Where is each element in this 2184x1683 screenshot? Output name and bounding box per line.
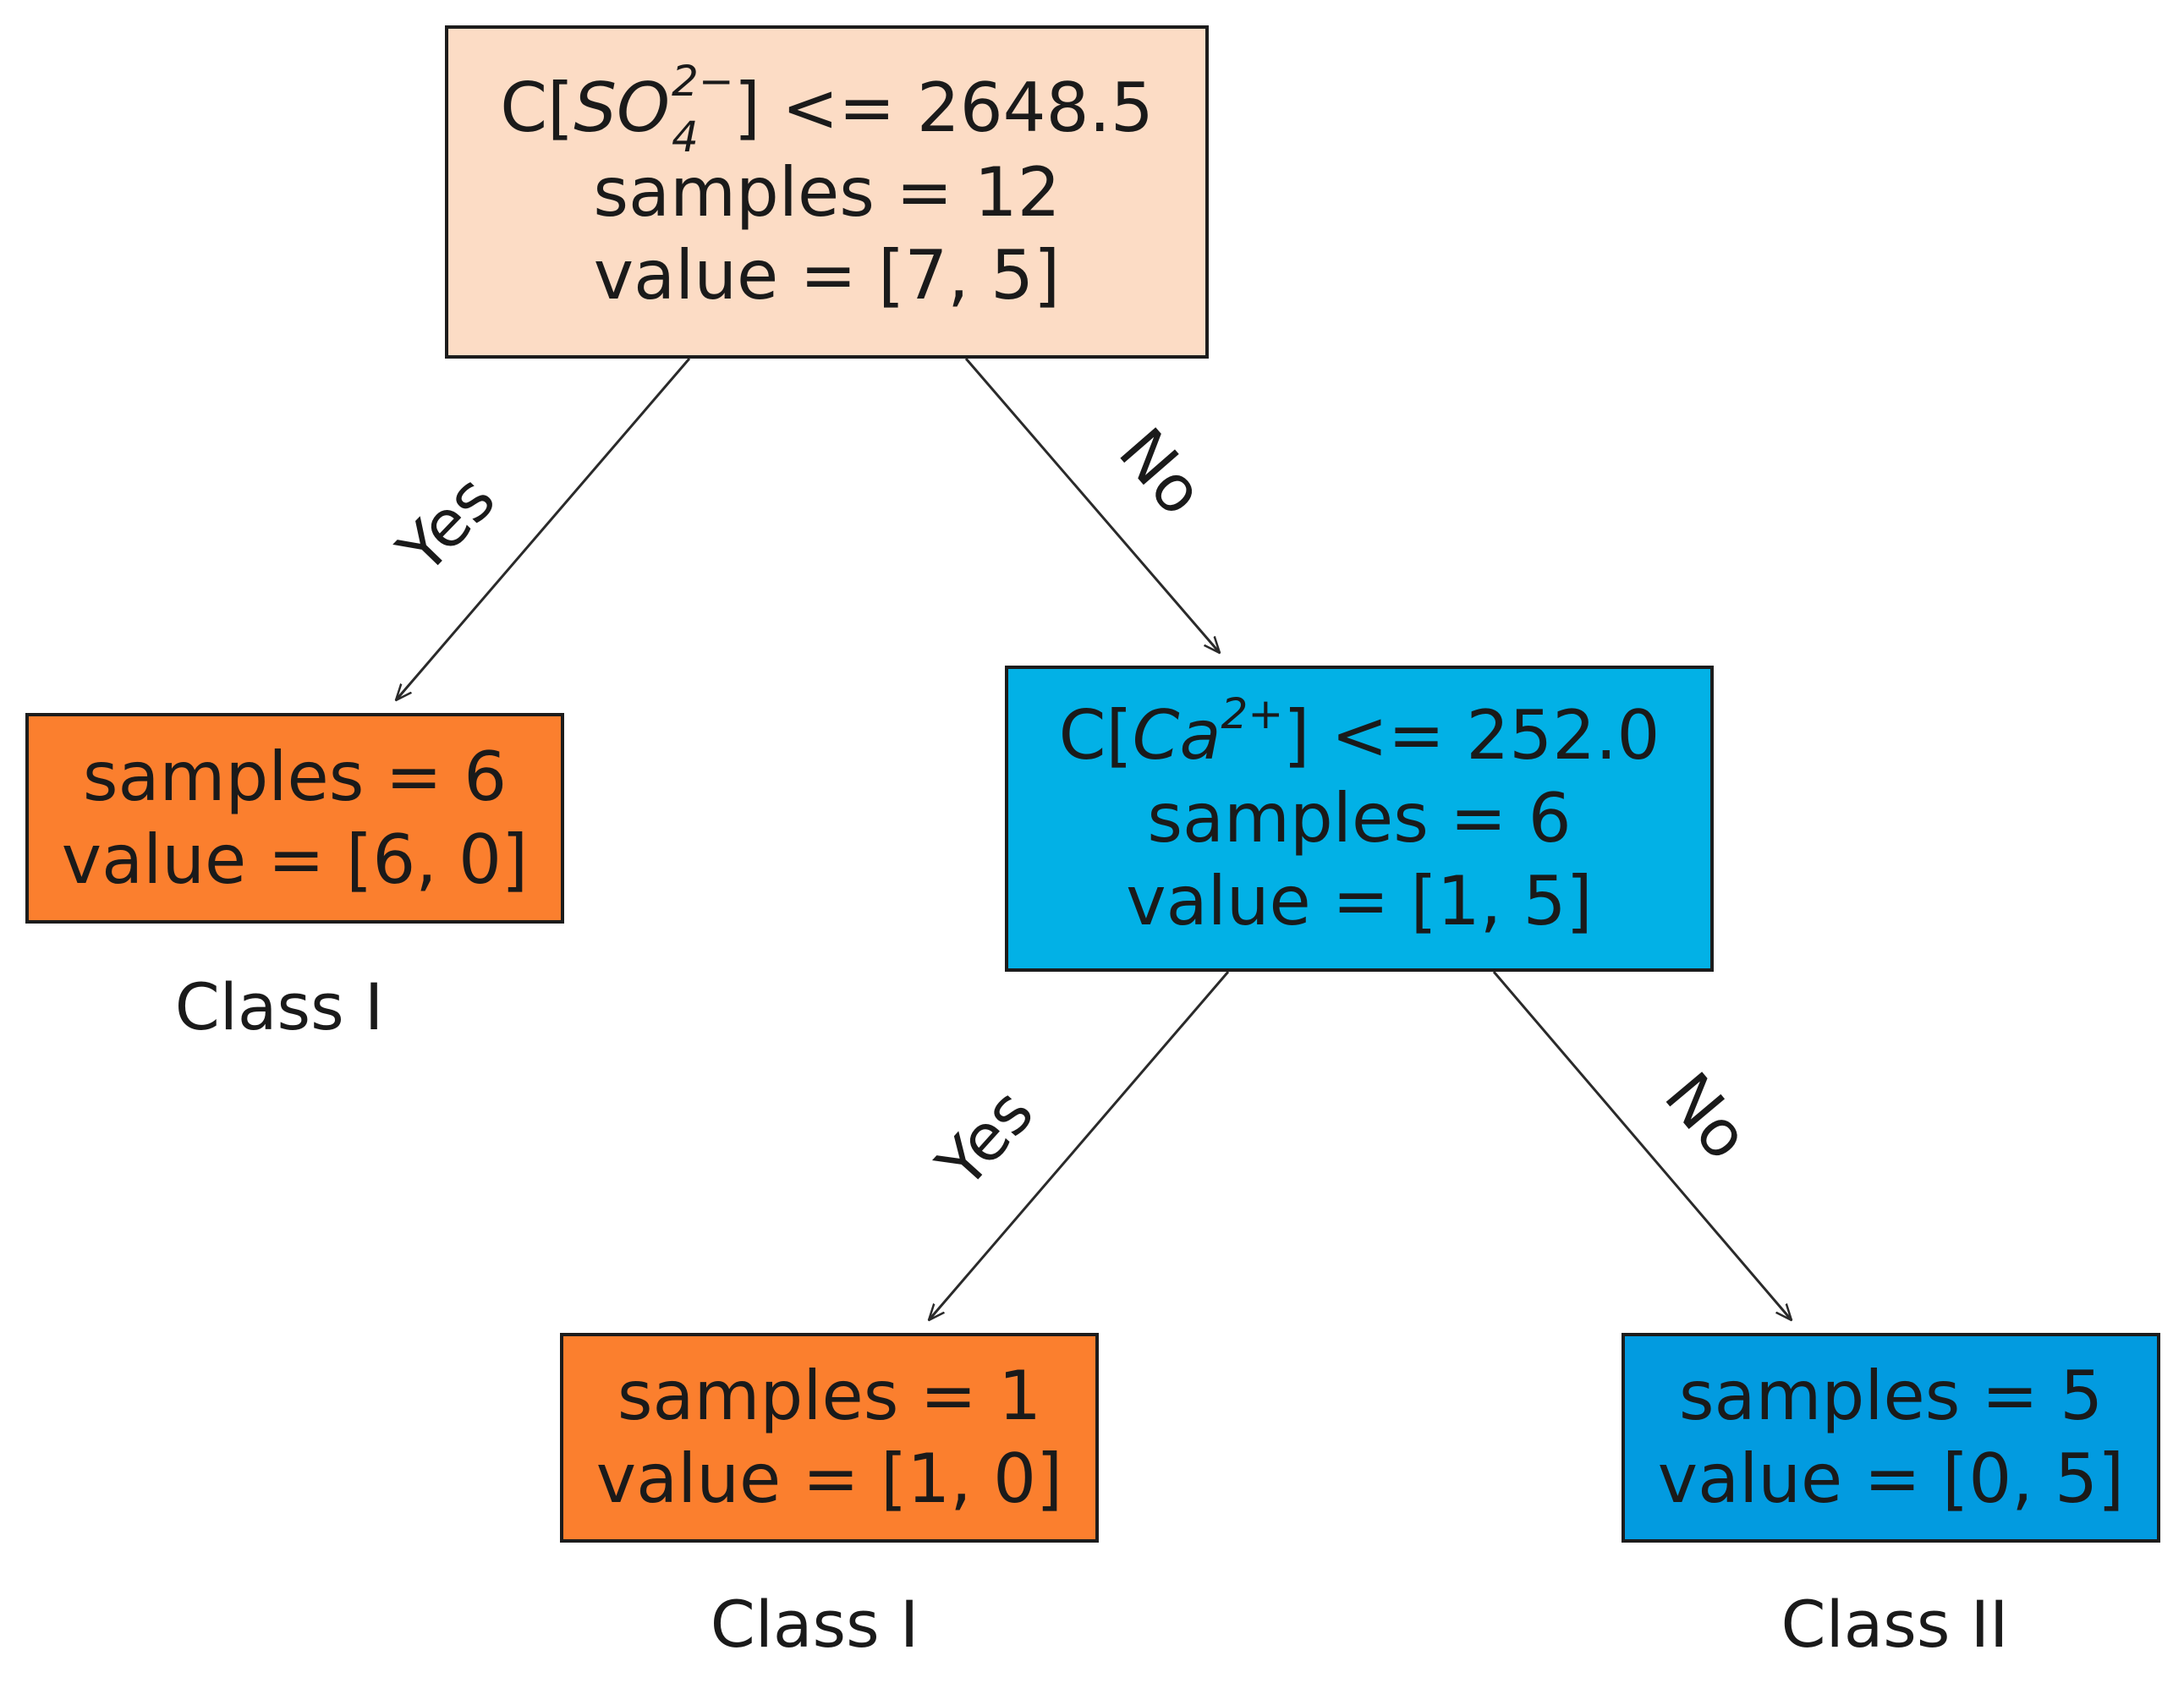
edge-right-node-to-right-leaf: [1492, 971, 1792, 1320]
left-leaf-2-samples: samples = 1: [617, 1357, 1042, 1435]
root-samples: samples = 12: [593, 153, 1061, 233]
left-leaf-2-value: value = [1, 0]: [595, 1439, 1063, 1518]
right-leaf-2-samples: samples = 5: [1678, 1357, 2104, 1435]
edge-root-to-left-leaf: [396, 358, 691, 700]
left-leaf-samples: samples = 6: [82, 737, 508, 816]
root-value: value = [7, 5]: [593, 236, 1061, 315]
edge-root-to-right-node: [964, 358, 1220, 653]
right-node-condition: C[Ca2+] <= 252.0: [1058, 689, 1660, 775]
right-split-node: C[Ca2+] <= 252.0 samples = 6 value = [1,…: [1005, 666, 1714, 972]
edge-right-node-to-left-leaf: [929, 971, 1230, 1320]
left-leaf-value: value = [6, 0]: [61, 820, 529, 899]
left-leaf-class-label: Class I: [174, 969, 384, 1044]
left-leaf-2-class-label: Class I: [710, 1587, 919, 1662]
right-node-value: value = [1, 5]: [1126, 862, 1593, 940]
right-leaf-2-class-label: Class II: [1781, 1587, 2009, 1662]
left-leaf-2-node: samples = 1 value = [1, 0]: [560, 1333, 1099, 1543]
right-leaf-2-node: samples = 5 value = [0, 5]: [1622, 1333, 2160, 1543]
right-leaf-2-value: value = [0, 5]: [1657, 1439, 2125, 1518]
left-leaf-node: samples = 6 value = [6, 0]: [25, 713, 564, 924]
right-node-samples: samples = 6: [1147, 779, 1572, 858]
